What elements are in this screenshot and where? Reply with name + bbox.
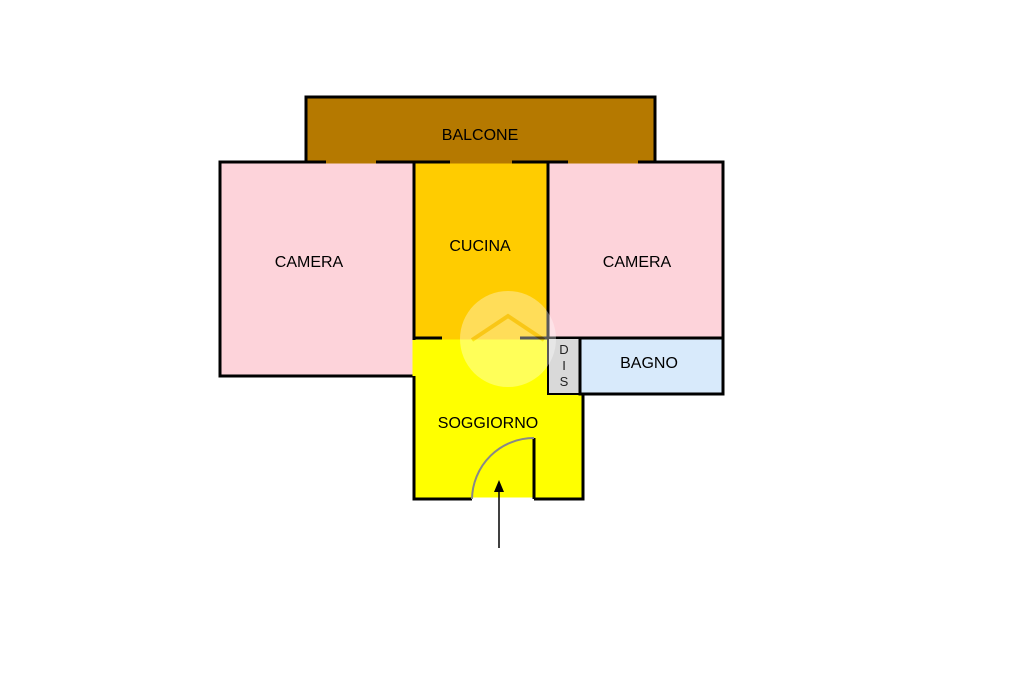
room-balcone [304, 95, 657, 164]
room-dis [547, 337, 581, 395]
label-cucina: CUCINA [449, 238, 511, 255]
entrance-door-icon [471, 437, 536, 548]
label-dis-1: D [559, 342, 568, 357]
label-balcone: BALCONE [442, 127, 518, 144]
door-openings [326, 160, 638, 501]
room-camera-left [218, 160, 416, 378]
room-camera-right [546, 160, 725, 340]
label-dis-3: S [560, 374, 569, 389]
label-bagno: BAGNO [620, 355, 678, 372]
watermark-logo [460, 291, 556, 387]
label-soggiorno: SOGGIORNO [438, 415, 538, 432]
label-camera-right: CAMERA [603, 254, 672, 271]
label-camera-left: CAMERA [275, 254, 344, 271]
room-bagno [578, 336, 725, 396]
label-dis-2: I [562, 358, 566, 373]
